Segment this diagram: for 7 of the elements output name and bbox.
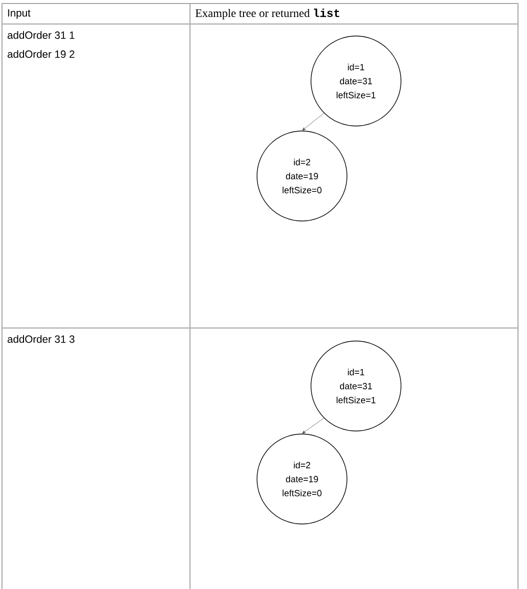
arrow (302, 418, 324, 434)
command-text: addOrder 19 2 (8, 50, 74, 58)
command-text: addOrder 31 3 (8, 335, 74, 343)
arrow (302, 112, 324, 131)
column-header: Input (8, 9, 30, 19)
column-header: Example tree or returned list (196, 8, 340, 20)
command-text: addOrder 31 1 (8, 31, 74, 39)
